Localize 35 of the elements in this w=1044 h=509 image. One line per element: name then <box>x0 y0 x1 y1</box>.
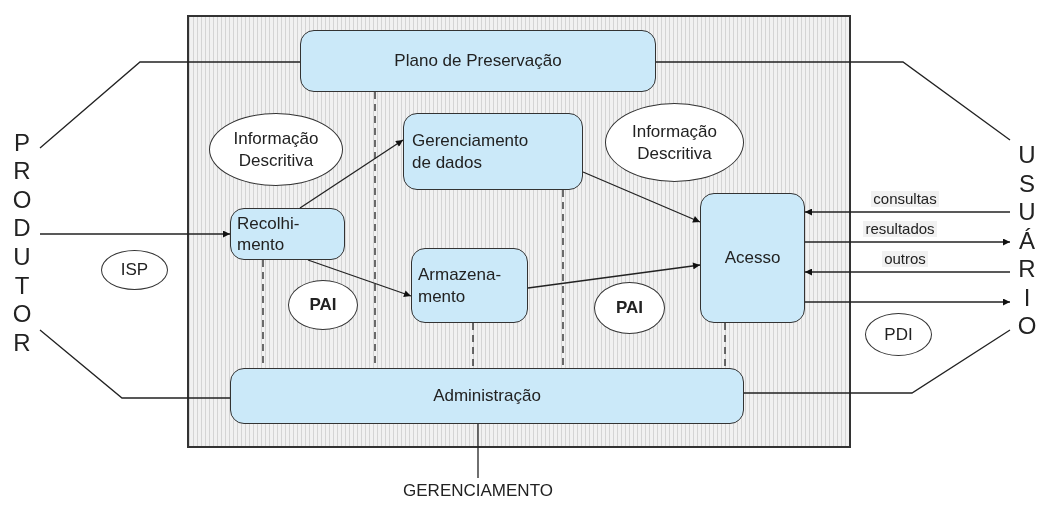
archive-panel <box>187 15 851 448</box>
arrow <box>307 259 412 297</box>
process-box: Armazena- mento <box>411 248 528 323</box>
actor-label: USUÁRIO <box>1017 141 1037 341</box>
arrow <box>527 262 701 289</box>
process-box: Administração <box>230 368 744 424</box>
dashed-line <box>724 322 726 369</box>
connector-line <box>39 61 301 149</box>
arrow <box>299 139 404 209</box>
edge-label: resultados <box>863 220 937 238</box>
process-box: Gerenciamento de dados <box>403 113 583 190</box>
process-box: Acesso <box>700 193 805 323</box>
dashed-line <box>472 322 474 369</box>
process-box: Recolhi- mento <box>230 208 345 260</box>
arrow <box>582 171 701 223</box>
process-box: Plano de Preservação <box>300 30 656 92</box>
arrow <box>804 238 1011 246</box>
package-ellipse: PAI <box>288 280 358 330</box>
package-ellipse: PAI <box>594 282 665 334</box>
arrow <box>804 208 1011 216</box>
connector-line <box>477 423 479 479</box>
info-ellipse: Informação Descritiva <box>209 113 343 186</box>
connector-line <box>39 329 231 399</box>
connector-line <box>743 329 1011 394</box>
arrow <box>39 230 231 238</box>
edge-label: outros <box>882 250 928 268</box>
arrow <box>804 268 1011 276</box>
info-ellipse: Informação Descritiva <box>605 103 744 182</box>
edge-label: consultas <box>871 190 939 208</box>
management-label: GERENCIAMENTO <box>380 478 576 504</box>
arrow <box>804 298 1011 306</box>
package-ellipse: PDI <box>865 313 932 356</box>
connector-line <box>655 61 1011 141</box>
package-ellipse: ISP <box>101 250 168 290</box>
actor-label: PRODUTOR <box>12 128 32 358</box>
